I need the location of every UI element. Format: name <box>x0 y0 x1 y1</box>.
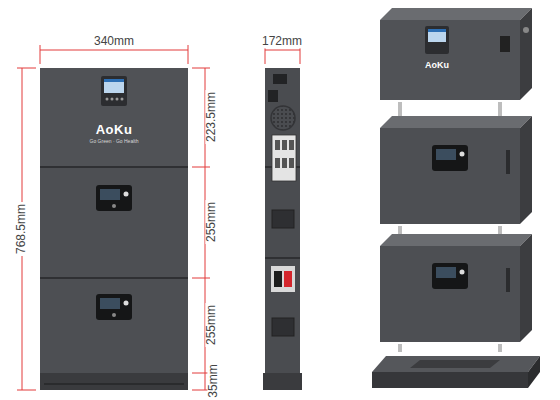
side-view <box>263 68 302 390</box>
brand-logo: AoKu <box>425 61 449 71</box>
dimension-label: 768.5mm <box>15 202 28 256</box>
brand-logo: AoKu <box>96 123 133 137</box>
dimension-label: 340mm <box>92 35 136 48</box>
front-view <box>40 68 188 390</box>
dimension-lines <box>17 45 300 390</box>
exploded-view <box>372 8 540 388</box>
dimension-label: 255mm <box>205 200 218 244</box>
dimension-label: 255mm <box>205 303 218 347</box>
brand-tagline: Go Green · Go Health <box>90 139 139 145</box>
dimension-label: 35mm <box>207 362 220 399</box>
dimension-label: 223.5mm <box>205 90 218 144</box>
dimension-label: 172mm <box>260 35 304 48</box>
